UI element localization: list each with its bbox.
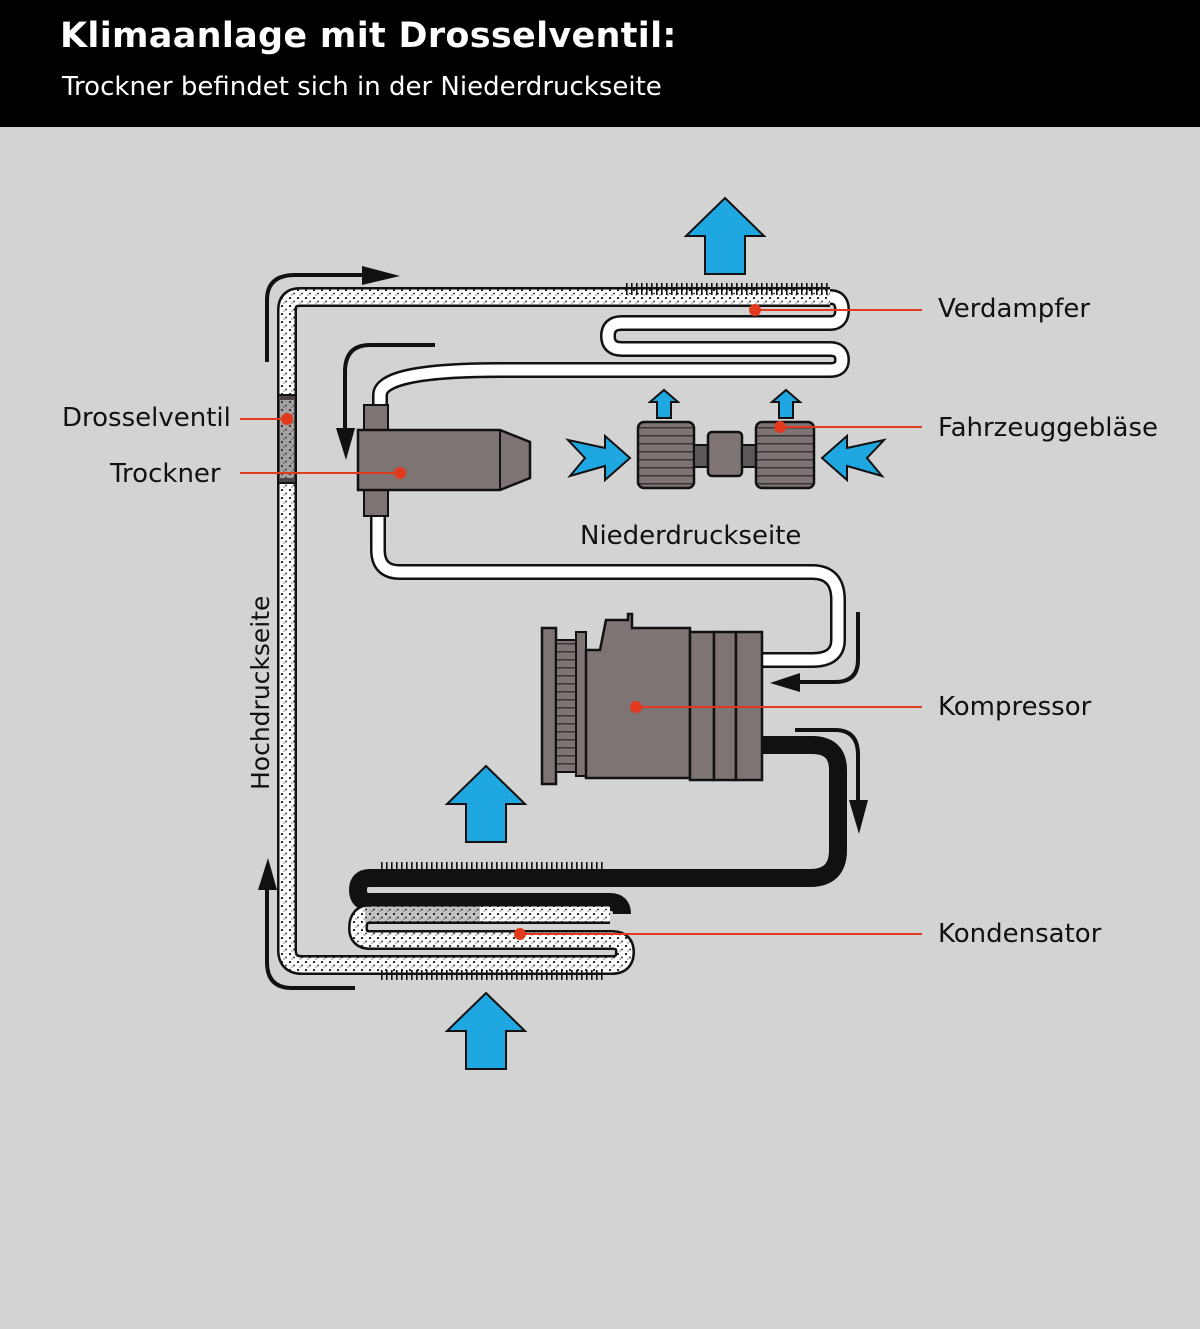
flow-arrow-compressor-out-head-icon [849, 800, 868, 834]
flow-arrows [258, 266, 868, 990]
flow-arrow-bottom-left-head-icon [258, 858, 277, 890]
fahrzeuggeblaese-component [636, 420, 816, 490]
trockner-component [356, 404, 532, 517]
flow-arrow-evap-return-icon [343, 343, 435, 432]
drosselventil-valve [277, 394, 297, 484]
label-niederdruckseite: Niederdruckseite [580, 521, 802, 551]
flow-arrow-top-icon [265, 273, 372, 362]
label-kompressor: Kompressor [938, 692, 1092, 722]
flow-arrow-compressor-out-icon [795, 728, 860, 805]
page-title: Klimaanlage mit Drosselventil: [60, 16, 677, 56]
header-bar: Klimaanlage mit Drosselventil: Trockner … [0, 0, 1200, 127]
leader-lines [240, 304, 922, 940]
airflow-blower-up-right-icon [769, 388, 803, 419]
flow-arrow-compressor-in-icon [795, 612, 860, 684]
label-drosselventil: Drosselventil [62, 403, 231, 433]
discharge-line [349, 736, 847, 915]
airflow-up-condenser-bottom-icon [444, 991, 528, 1070]
verdampfer-component [372, 283, 850, 410]
flow-arrow-evap-return-head-icon [336, 428, 355, 460]
airflow-blower-up-left-icon [647, 388, 681, 419]
airflow-blower-right-icon [820, 433, 887, 483]
airflow-up-condenser-icon [444, 764, 528, 843]
label-hochdruckseite: Hochdruckseite [246, 596, 275, 790]
label-fahrzeuggeblaese: Fahrzeuggebläse [938, 413, 1158, 443]
label-verdampfer: Verdampfer [938, 294, 1091, 324]
kondensator-component [348, 862, 635, 980]
flow-arrow-bottom-left-icon [265, 885, 355, 990]
kompressor-component [540, 612, 764, 786]
flow-arrow-compressor-in-head-icon [770, 673, 800, 692]
low-pressure-line [370, 505, 846, 668]
airflow-up-evaporator-icon [683, 196, 767, 275]
high-pressure-line [277, 287, 830, 975]
airflow-arrows [444, 196, 887, 1070]
page-subtitle: Trockner befindet sich in der Niederdruc… [62, 72, 662, 102]
label-trockner: Trockner [110, 459, 221, 489]
label-kondensator: Kondensator [938, 919, 1102, 949]
flow-arrow-top-head-icon [362, 266, 400, 285]
airflow-blower-left-icon [565, 433, 632, 483]
